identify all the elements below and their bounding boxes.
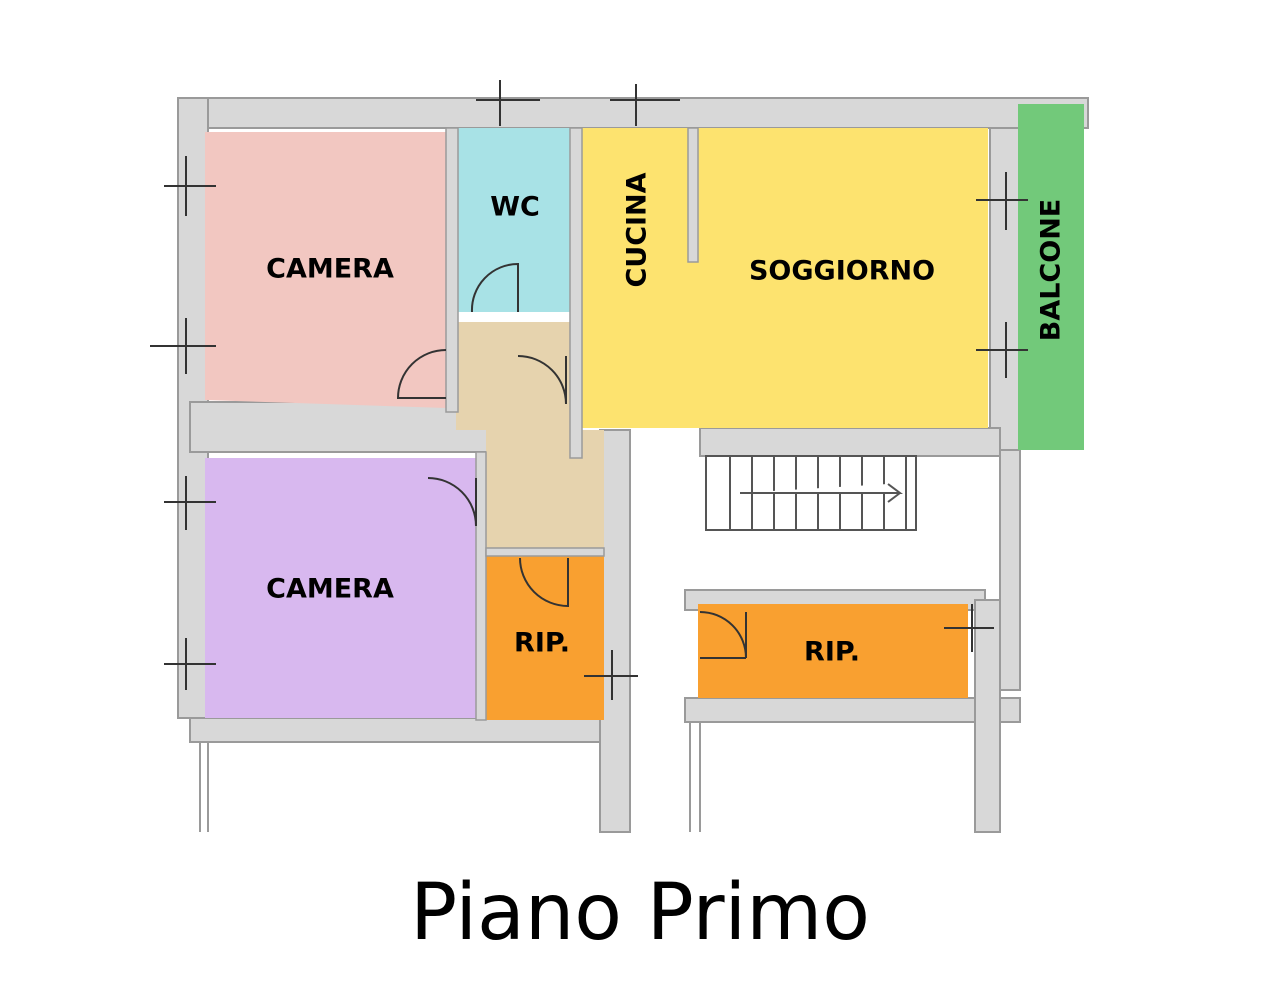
wc-left-partition [445, 127, 459, 413]
frame-left [199, 742, 209, 832]
bottom-left-wall [189, 717, 621, 743]
label-camera-2: CAMERA [266, 574, 394, 605]
lower-frames [199, 722, 701, 832]
frame-mid [689, 722, 701, 832]
room-rip-2 [698, 604, 968, 698]
door-camera-2 [427, 477, 477, 527]
windows [150, 80, 1028, 700]
door-camera-1 [396, 349, 447, 399]
door-wc [470, 262, 519, 313]
east-lower-wall [974, 599, 1001, 833]
wc-right-partition [569, 127, 583, 459]
floor-plan: CAMERA WC CUCINA SOGGIORNO BALCONE CAMER… [150, 80, 1089, 833]
label-rip-1: RIP. [514, 628, 570, 659]
label-wc: WC [490, 192, 540, 223]
kitchen-divider [687, 127, 699, 263]
window-left-2 [150, 318, 216, 374]
window-top-kitchen [610, 84, 680, 126]
lower-right-bottom-wall [684, 697, 1021, 723]
floor-title: Piano Primo [410, 868, 870, 958]
top-wall [177, 97, 1089, 129]
stair-arrow [740, 483, 903, 503]
room-camera-2 [205, 458, 478, 718]
rip1-top-partition [485, 547, 605, 557]
camera2-partition [475, 451, 487, 721]
door-swings [396, 262, 747, 659]
far-right-wall [999, 449, 1021, 691]
label-cucina: CUCINA [622, 172, 653, 287]
door-rip-1 [519, 557, 569, 608]
room-balcone [1018, 104, 1084, 450]
room-wc [458, 128, 570, 312]
stairs [705, 455, 917, 531]
window-left-1 [164, 156, 216, 216]
corridor-wall [599, 429, 631, 833]
room-camera-1 [205, 132, 446, 408]
window-right-1 [976, 172, 1028, 230]
label-rip-2: RIP. [804, 637, 860, 668]
door-kitchen [517, 355, 567, 405]
door-rip-2 [699, 611, 747, 659]
window-rip-1 [584, 650, 638, 700]
room-rip-1 [486, 556, 604, 720]
stair-wall [699, 427, 1001, 457]
label-camera-1: CAMERA [266, 254, 394, 285]
label-balcone: BALCONE [1036, 199, 1067, 342]
window-top-wc [476, 80, 540, 126]
window-right-2 [976, 322, 1028, 378]
label-soggiorno: SOGGIORNO [749, 256, 935, 287]
window-rip-2 [944, 604, 994, 652]
partitions [445, 127, 699, 721]
window-left-4 [164, 638, 216, 690]
window-left-3 [164, 476, 216, 530]
room-cucina-soggiorno [582, 128, 988, 428]
room-labels: CAMERA WC CUCINA SOGGIORNO BALCONE CAMER… [266, 172, 1066, 667]
